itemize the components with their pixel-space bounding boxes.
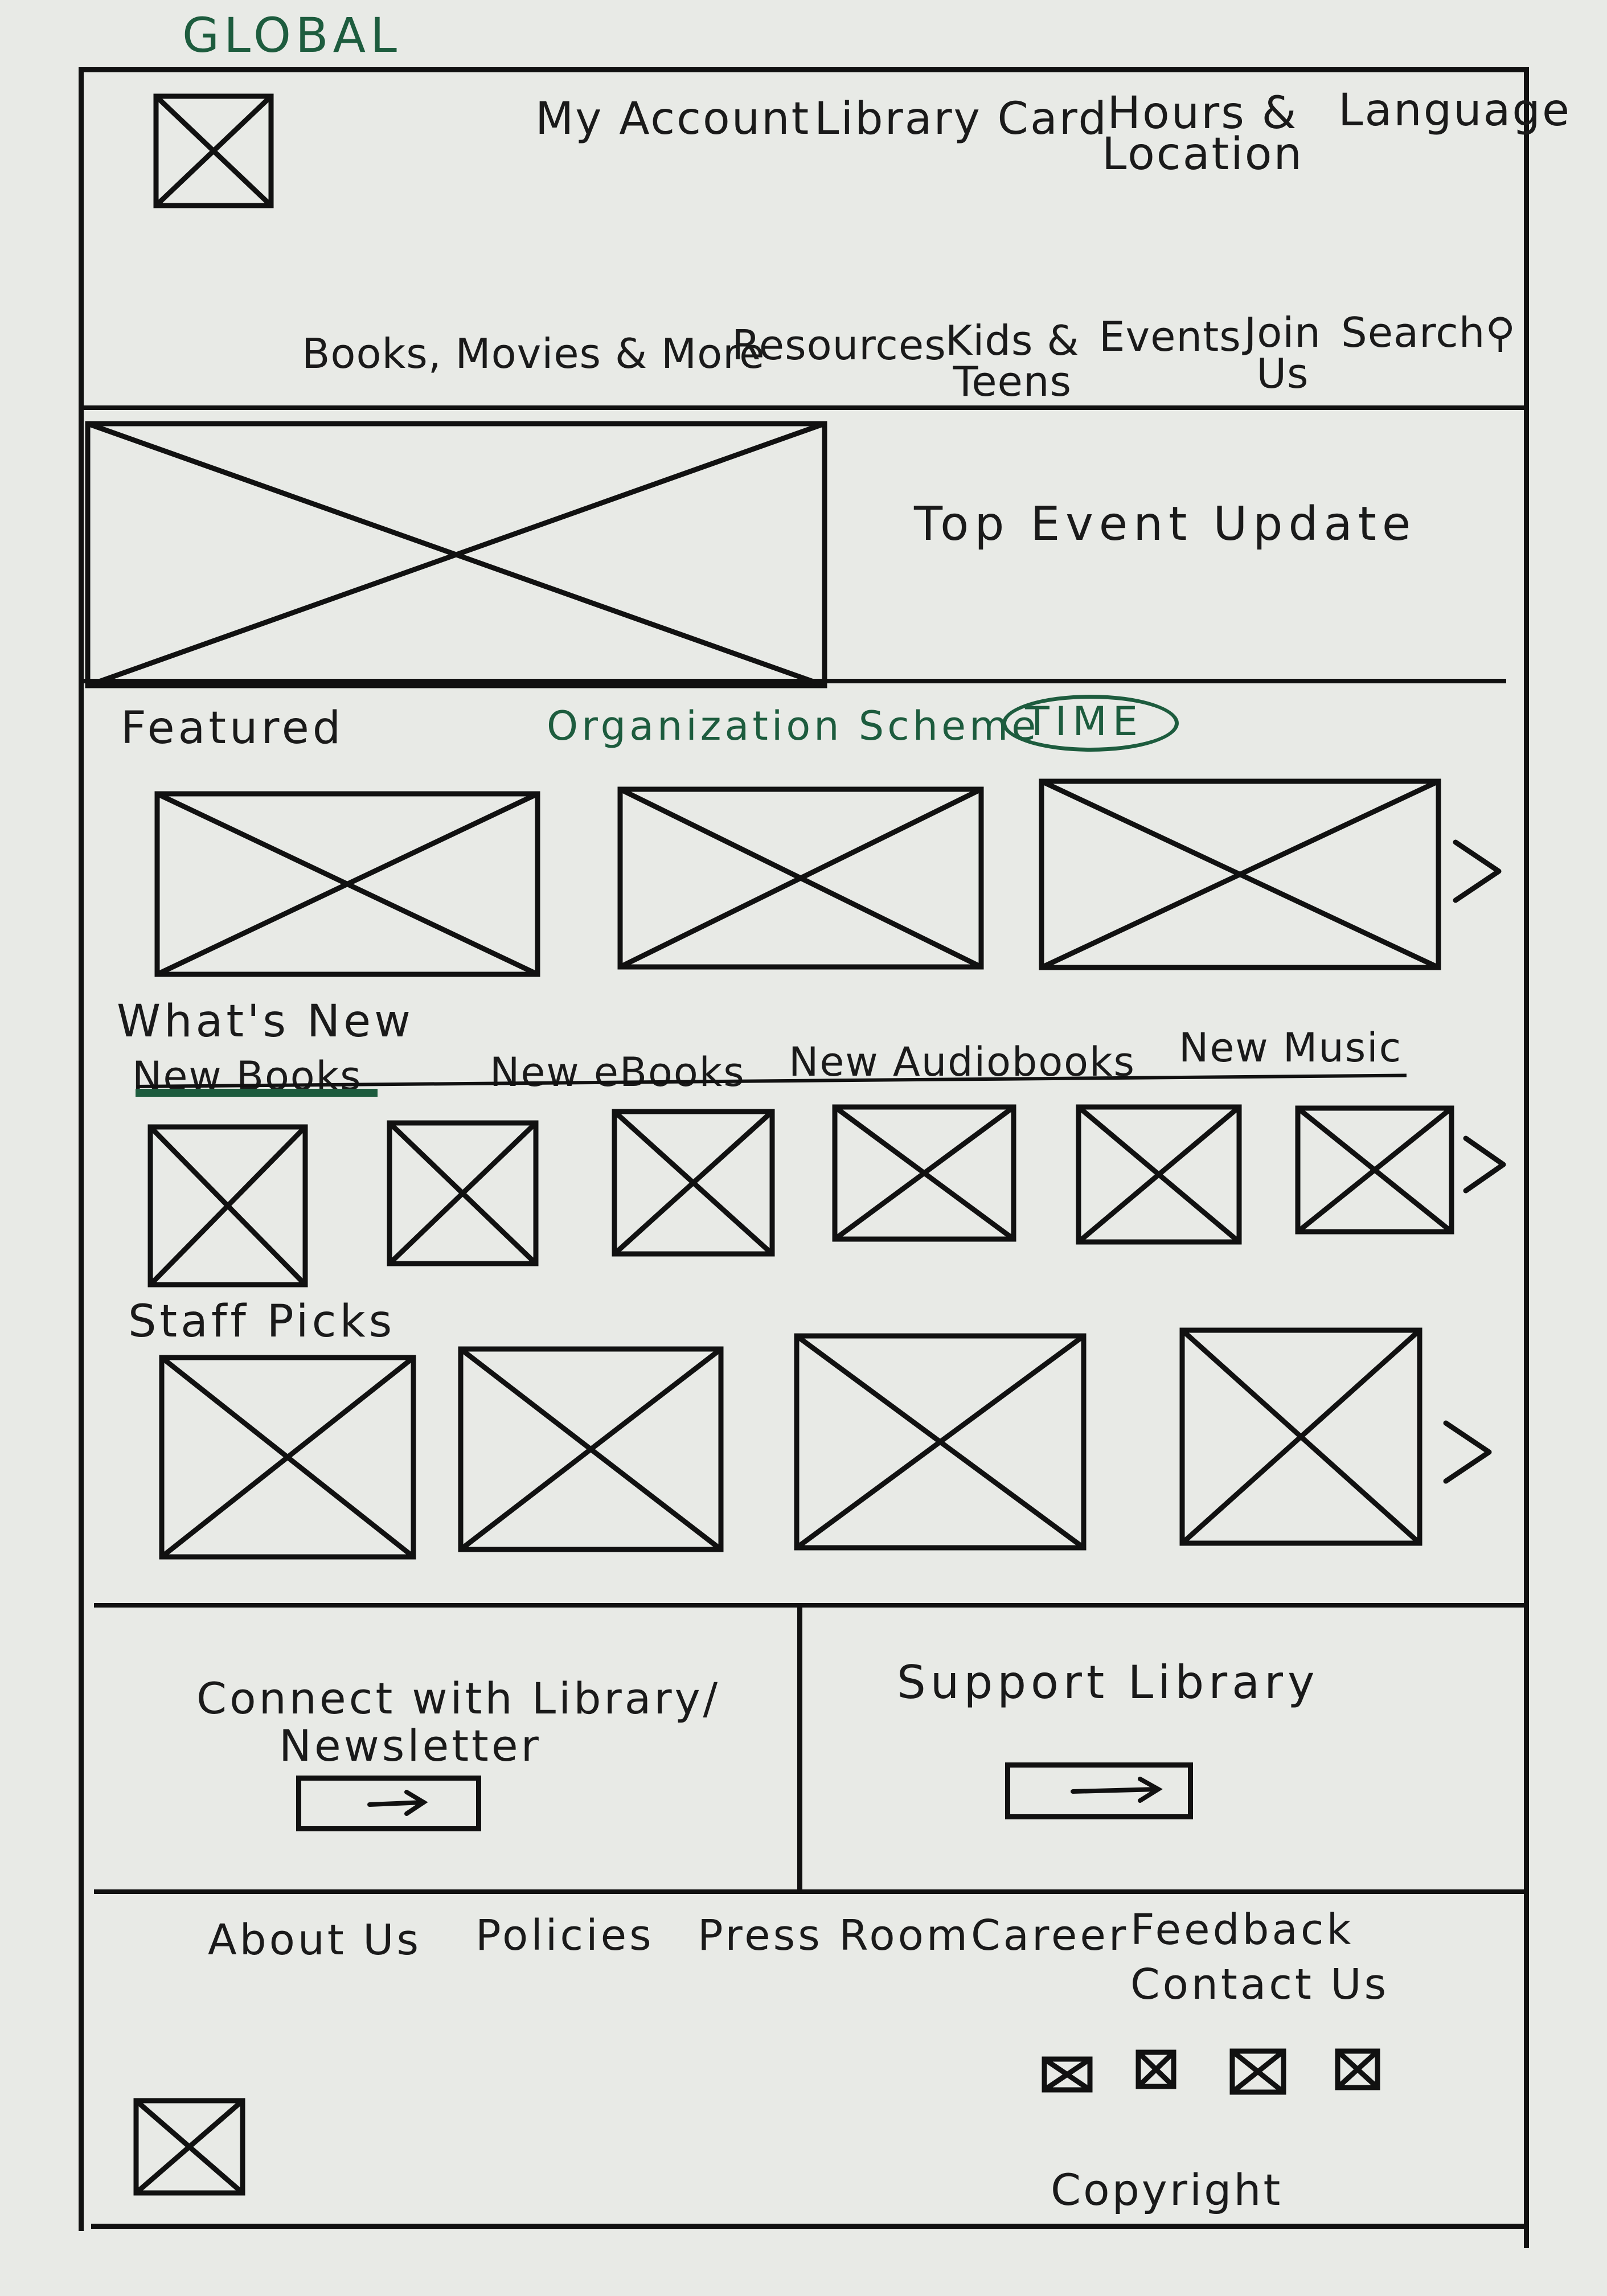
whats-new-next-chevron-icon[interactable]: [1463, 1135, 1509, 1194]
frame-right: [1524, 67, 1529, 2248]
footer-contact-us[interactable]: Contact Us: [1130, 1960, 1389, 2009]
arrow-right-icon: [1071, 1777, 1163, 1803]
global-label: GLOBAL: [182, 7, 401, 63]
nav-library-card[interactable]: Library Card: [814, 93, 1108, 145]
footer-policies[interactable]: Policies: [475, 1911, 654, 1960]
nav-hours-location-line1: Hours &: [1107, 88, 1298, 139]
footer-press-room[interactable]: Press Room: [698, 1911, 971, 1960]
hero-title: Top Event Update: [914, 497, 1417, 551]
staff-pick-2[interactable]: [458, 1346, 724, 1552]
featured-title: Featured: [121, 703, 345, 754]
footer-about-us[interactable]: About Us: [208, 1916, 422, 1965]
frame-top: [79, 67, 1528, 72]
staff-picks-title: Staff Picks: [128, 1296, 396, 1347]
staff-pick-3[interactable]: [794, 1333, 1087, 1551]
new-item-6[interactable]: [1295, 1105, 1454, 1235]
nav-events[interactable]: Events: [1099, 313, 1241, 360]
nav-search-label: Search: [1341, 309, 1486, 356]
cta-divider: [94, 1889, 1529, 1894]
arrow-right-icon: [367, 1790, 428, 1816]
support-library-title: Support Library: [897, 1656, 1319, 1709]
newsletter-signup-button[interactable]: [296, 1776, 481, 1831]
support-library-button[interactable]: [1005, 1762, 1193, 1819]
frame-bottom: [91, 2224, 1529, 2229]
nav-join-us-line1: Join: [1244, 309, 1321, 356]
tab-new-music[interactable]: New Music: [1179, 1024, 1403, 1071]
new-item-3[interactable]: [612, 1109, 775, 1257]
frame-left: [79, 67, 84, 2231]
nav-resources[interactable]: Resources: [732, 321, 946, 369]
featured-item-3[interactable]: [1039, 778, 1441, 970]
hero-image-placeholder[interactable]: [85, 421, 827, 688]
header-divider: [80, 405, 1529, 410]
staff-pick-4[interactable]: [1179, 1327, 1422, 1546]
new-item-4[interactable]: [832, 1104, 1016, 1242]
nav-hours-location-line2: Location: [1102, 129, 1303, 180]
whats-new-title: What's New: [117, 996, 414, 1047]
featured-item-2[interactable]: [617, 786, 984, 970]
cta-vertical-divider: [797, 1603, 802, 1891]
nav-language[interactable]: Language: [1338, 85, 1571, 136]
nav-kids-teens-line1: Kids &: [945, 317, 1080, 364]
new-item-5[interactable]: [1076, 1104, 1242, 1245]
tab-new-ebooks[interactable]: New eBooks: [490, 1049, 745, 1096]
time-note: TIME: [1025, 698, 1144, 745]
nav-my-account[interactable]: My Account: [535, 93, 811, 145]
connect-title-line1: Connect with Library/: [196, 1673, 721, 1724]
featured-next-chevron-icon[interactable]: [1453, 839, 1504, 903]
hero-divider: [80, 679, 1506, 683]
search-icon: ⚲: [1485, 309, 1516, 356]
social-icon-4[interactable]: [1335, 2048, 1380, 2090]
nav-kids-teens[interactable]: Kids & Teens: [945, 320, 1079, 402]
footer-feedback[interactable]: Feedback: [1130, 1905, 1354, 1954]
social-icon-3[interactable]: [1229, 2048, 1286, 2095]
nav-books-movies-more[interactable]: Books, Movies & More: [302, 330, 765, 378]
social-icon-1[interactable]: [1042, 2056, 1093, 2093]
footer-logo-placeholder[interactable]: [133, 2098, 245, 2196]
nav-kids-teens-line2: Teens: [953, 358, 1072, 405]
social-icon-2[interactable]: [1135, 2049, 1176, 2089]
staff-pick-1[interactable]: [159, 1355, 416, 1560]
staff-picks-divider: [94, 1603, 1529, 1608]
tab-new-audiobooks[interactable]: New Audiobooks: [789, 1039, 1135, 1085]
new-item-2[interactable]: [387, 1120, 539, 1266]
nav-search[interactable]: Search⚲: [1341, 312, 1516, 353]
time-note-circle: [1002, 695, 1179, 752]
organization-scheme-note: Organization Scheme: [547, 703, 1040, 749]
featured-item-1[interactable]: [154, 791, 540, 977]
nav-hours-location[interactable]: Hours & Location: [1102, 91, 1303, 177]
tab-new-books-active-indicator: [136, 1089, 378, 1097]
nav-join-us-line2: Us: [1256, 350, 1309, 397]
connect-title-line2: Newsletter: [279, 1720, 542, 1771]
nav-join-us[interactable]: Join Us: [1244, 312, 1321, 394]
footer-copyright: Copyright: [1051, 2164, 1283, 2215]
logo-placeholder[interactable]: [153, 93, 274, 208]
new-item-1[interactable]: [147, 1124, 308, 1288]
staff-picks-next-chevron-icon[interactable]: [1443, 1420, 1495, 1484]
footer-career[interactable]: Career: [971, 1911, 1129, 1960]
